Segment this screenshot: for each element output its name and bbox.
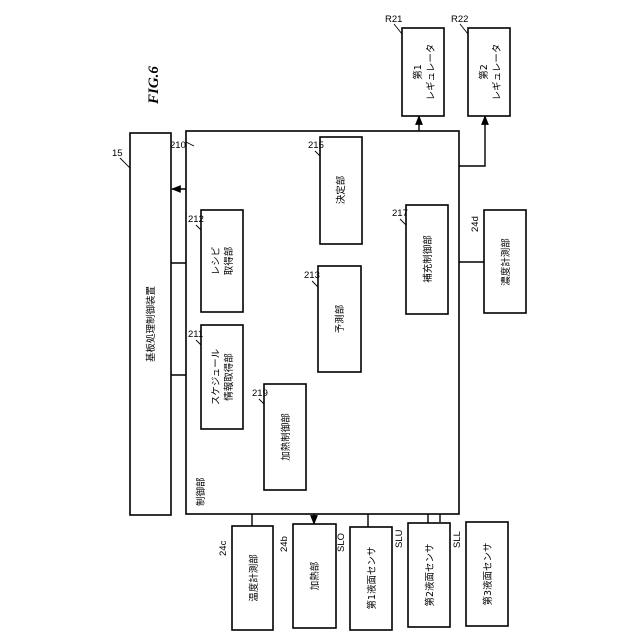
determiner-ref: 215 [308,140,324,151]
heater-block: 加熱部 24b [279,524,336,628]
temperature-meter-label: 温度計測部 [248,554,260,602]
level-sensor-1-block: 第1液面センサ SLO [336,527,392,630]
regulator-2-ref: R22 [451,14,468,25]
replenish-controller-label: 補充制御部 [422,235,434,283]
level-sensor-2-label: 第2液面センサ [424,543,436,606]
level-sensor-2-ref: SLU [394,529,405,548]
heating-controller-label: 加熱制御部 [280,413,292,461]
regulator-1-line2: レギュレータ [426,44,437,101]
regulator-1-ref: R21 [385,14,402,25]
heater-label: 加熱部 [309,562,321,591]
heater-ref: 24b [279,536,290,552]
figure-label: FIG.6 [146,66,162,105]
temperature-meter-ref: 24c [218,540,229,556]
schedule-acquirer-line2: 情報取得部 [223,353,235,401]
heating-controller-ref: 219 [252,388,268,399]
schedule-acquirer-ref: 211 [188,329,203,340]
control-unit: 制御部 210 [170,131,459,514]
level-sensor-2-block: 第2液面センサ SLU [394,523,450,627]
level-sensor-3-block: 第3液面センサ SLL [452,522,508,626]
temperature-meter-block: 温度計測部 24c [218,526,273,630]
control-unit-ref: 210 [170,140,186,151]
replenish-controller-ref: 217 [392,208,408,219]
substrate-controller-ref: 15 [112,148,123,159]
predictor-ref: 213 [304,270,320,281]
level-sensor-3-ref: SLL [452,531,463,548]
substrate-controller-label: 基板処理制御装置 [145,286,157,362]
schedule-acquirer-line1: スケジュール [211,348,222,405]
recipe-acquirer-line1: レシピ [211,247,222,276]
level-sensor-1-ref: SLO [336,533,347,552]
determiner-label: 決定部 [335,176,347,205]
substrate-controller-block: 基板処理制御装置 15 [112,133,171,515]
regulator-2-line1: 第2 [478,64,490,80]
predictor-label: 予測部 [334,305,346,334]
regulator-1-line1: 第1 [412,64,424,80]
concentration-meter-label: 濃度計測部 [500,238,512,286]
regulator-2-line2: レギュレータ [492,44,503,101]
recipe-acquirer-line2: 取得部 [223,247,235,276]
regulator-1-block: 第1 レギュレータ R21 [385,14,444,116]
level-sensor-1-label: 第1液面センサ [366,546,378,609]
control-unit-label: 制御部 [195,477,207,506]
regulator-2-block: 第2 レギュレータ R22 [451,14,510,116]
recipe-acquirer-ref: 212 [188,214,204,225]
concentration-meter-ref: 24d [470,216,481,232]
level-sensor-3-label: 第3液面センサ [482,542,494,605]
